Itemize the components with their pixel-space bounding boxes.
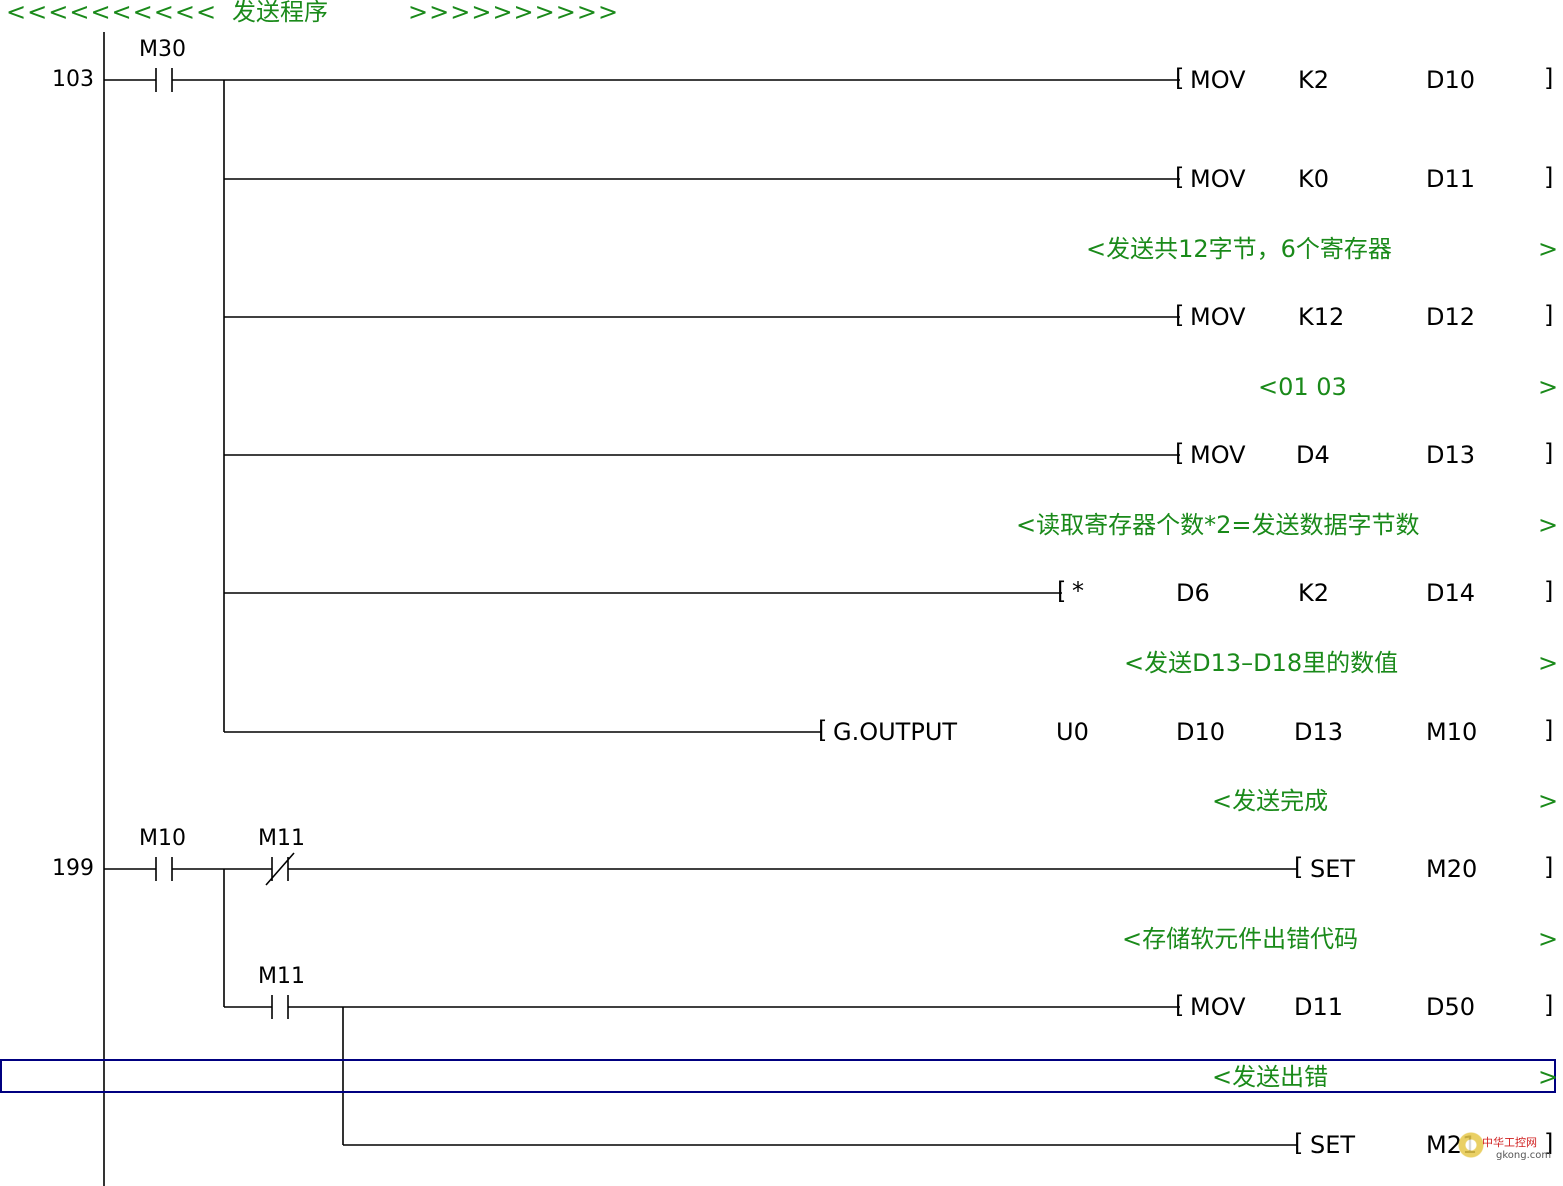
- instruction-arg[interactable]: D10: [1426, 66, 1476, 94]
- instruction-bracket-open: [: [1175, 163, 1185, 191]
- branch-contact-label[interactable]: M11: [258, 964, 305, 989]
- rung-comment: <发送出错: [1212, 1063, 1329, 1091]
- instruction-bracket-open: [: [1175, 991, 1185, 1019]
- comment-end: >: [1538, 925, 1559, 953]
- contact-label[interactable]: M10: [139, 826, 186, 851]
- instruction-bracket-close: ]: [1544, 1129, 1554, 1157]
- comment-end: >: [1538, 787, 1559, 815]
- instruction-bracket-open: [: [1175, 64, 1185, 92]
- instruction-bracket-open: [: [1057, 577, 1067, 605]
- instruction-arg[interactable]: K2: [1298, 66, 1330, 94]
- comment-end: >: [1538, 373, 1559, 401]
- nc-contact-label[interactable]: M11: [258, 826, 305, 851]
- instruction-op[interactable]: MOV: [1190, 993, 1246, 1021]
- instruction-arg[interactable]: K2: [1298, 579, 1330, 607]
- instruction-arg[interactable]: D11: [1426, 165, 1476, 193]
- contact-label[interactable]: M30: [139, 37, 186, 62]
- rung-comment: <发送共12字节，6个寄存器: [1086, 235, 1392, 263]
- rung-comment: <读取寄存器个数*2=发送数据字节数: [1016, 511, 1420, 539]
- instruction-bracket-close: ]: [1544, 577, 1554, 605]
- comment-end: >: [1538, 511, 1559, 539]
- instruction-op[interactable]: *: [1072, 577, 1084, 605]
- header-left-arrows: <<<<<<<<<<: [6, 0, 218, 26]
- comment-end: >: [1538, 235, 1559, 263]
- instruction-bracket-close: ]: [1544, 991, 1554, 1019]
- rung-comment: <发送完成: [1212, 787, 1329, 815]
- instruction-arg[interactable]: K12: [1298, 303, 1345, 331]
- instruction-arg[interactable]: M20: [1426, 855, 1478, 883]
- instruction-arg[interactable]: D14: [1426, 579, 1476, 607]
- instruction-arg[interactable]: U0: [1056, 718, 1089, 746]
- instruction-bracket-open: [: [1294, 1129, 1304, 1157]
- gear-icon: [1456, 1130, 1486, 1160]
- selection-cursor[interactable]: [0, 1059, 1556, 1093]
- instruction-arg[interactable]: K0: [1298, 165, 1330, 193]
- instruction-op[interactable]: MOV: [1190, 303, 1246, 331]
- instruction-arg[interactable]: D13: [1426, 441, 1476, 469]
- instruction-arg[interactable]: D13: [1294, 718, 1344, 746]
- instruction-op[interactable]: SET: [1310, 855, 1356, 883]
- comment-end: >: [1538, 649, 1559, 677]
- rung-comment: <存储软元件出错代码: [1122, 925, 1359, 953]
- watermark-logo: 中华工控网 gkong.com: [1456, 1130, 1558, 1166]
- instruction-bracket-open: [: [1175, 439, 1185, 467]
- instruction-arg[interactable]: M10: [1426, 718, 1478, 746]
- instruction-arg[interactable]: D50: [1426, 993, 1476, 1021]
- instruction-op[interactable]: G.OUTPUT: [833, 718, 958, 746]
- comment-end: >: [1538, 1063, 1559, 1091]
- instruction-arg[interactable]: D10: [1176, 718, 1226, 746]
- instruction-bracket-close: ]: [1544, 853, 1554, 881]
- step-number: 103: [52, 67, 94, 92]
- instruction-op[interactable]: MOV: [1190, 66, 1246, 94]
- instruction-arg[interactable]: D6: [1176, 579, 1210, 607]
- rung-comment: <发送D13–D18里的数值: [1124, 649, 1399, 677]
- instruction-arg[interactable]: D12: [1426, 303, 1476, 331]
- rung-comment: <01 03: [1258, 373, 1347, 401]
- instruction-op[interactable]: SET: [1310, 1131, 1356, 1159]
- instruction-bracket-open: [: [1175, 301, 1185, 329]
- instruction-bracket-open: [: [1294, 853, 1304, 881]
- instruction-op[interactable]: MOV: [1190, 165, 1246, 193]
- watermark-text: 中华工控网: [1482, 1136, 1537, 1149]
- instruction-arg[interactable]: D4: [1296, 441, 1330, 469]
- header-right-arrows: >>>>>>>>>>: [408, 0, 620, 26]
- instruction-bracket-close: ]: [1544, 163, 1554, 191]
- instruction-bracket-close: ]: [1544, 301, 1554, 329]
- instruction-bracket-close: ]: [1544, 64, 1554, 92]
- watermark-url: gkong.com: [1496, 1150, 1552, 1161]
- instruction-arg[interactable]: D11: [1294, 993, 1344, 1021]
- step-number: 199: [52, 856, 94, 881]
- instruction-bracket-close: ]: [1544, 716, 1554, 744]
- instruction-op[interactable]: MOV: [1190, 441, 1246, 469]
- instruction-bracket-open: [: [818, 716, 828, 744]
- instruction-bracket-close: ]: [1544, 439, 1554, 467]
- program-title: 发送程序: [232, 0, 328, 26]
